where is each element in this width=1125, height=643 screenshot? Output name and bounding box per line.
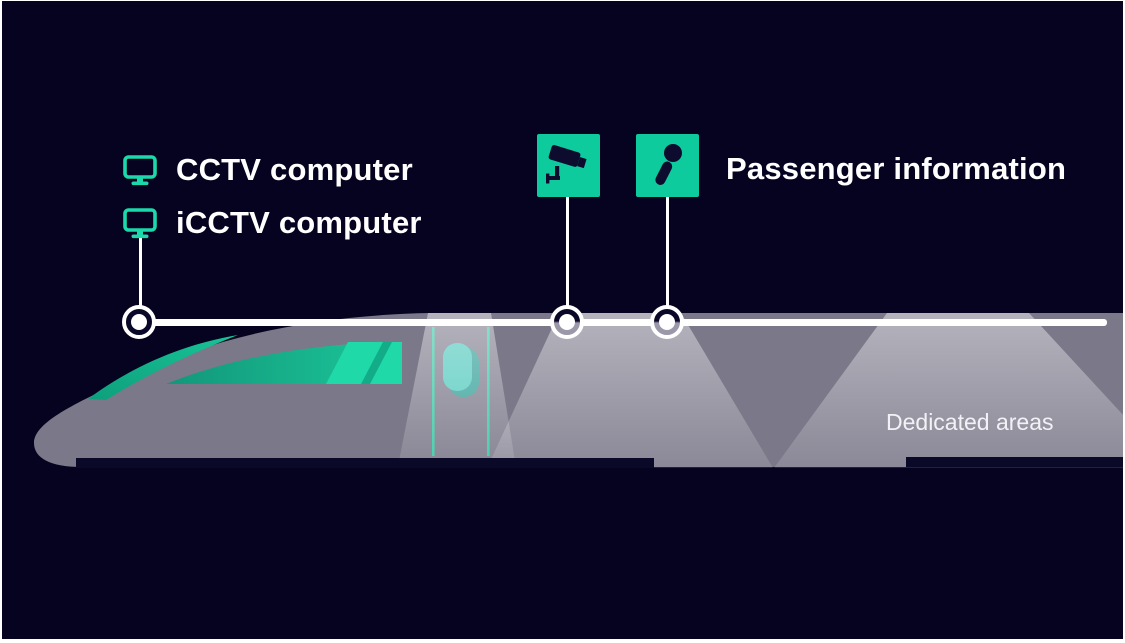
connector-node-icctv [122, 305, 156, 339]
node-dot [559, 314, 575, 330]
legend-label-cctv: CCTV computer [176, 152, 413, 187]
undercarriage-strip-left [76, 458, 654, 468]
cctv-camera-badge [537, 134, 600, 197]
connector-node-camera [550, 305, 584, 339]
legend-label-icctv: iCCTV computer [176, 205, 422, 240]
cctv-camera-icon [545, 144, 587, 183]
nose-stripe [88, 335, 238, 400]
undercarriage-strip-right [906, 457, 1123, 467]
connector-microphone [665, 197, 669, 307]
legend-item-icctv: iCCTV computer [123, 205, 422, 240]
node-dot [659, 314, 675, 330]
door-window [443, 343, 472, 391]
connector-icctv [138, 238, 142, 308]
monitor-icon [123, 154, 157, 185]
microphone-icon [654, 143, 682, 185]
legend-item-cctv: CCTV computer [123, 152, 413, 187]
door-edge-right [487, 327, 490, 456]
door-edge-left [432, 327, 435, 456]
connector-node-microphone [650, 305, 684, 339]
passenger-information-label: Passenger information [726, 151, 1067, 186]
system-bus-line [140, 319, 1107, 326]
connector-camera [565, 197, 569, 307]
dedicated-areas-label: Dedicated areas [886, 409, 1054, 435]
monitor-icon [123, 207, 157, 238]
node-dot [131, 314, 147, 330]
microphone-badge [636, 134, 699, 197]
windshield-divider [361, 342, 392, 384]
